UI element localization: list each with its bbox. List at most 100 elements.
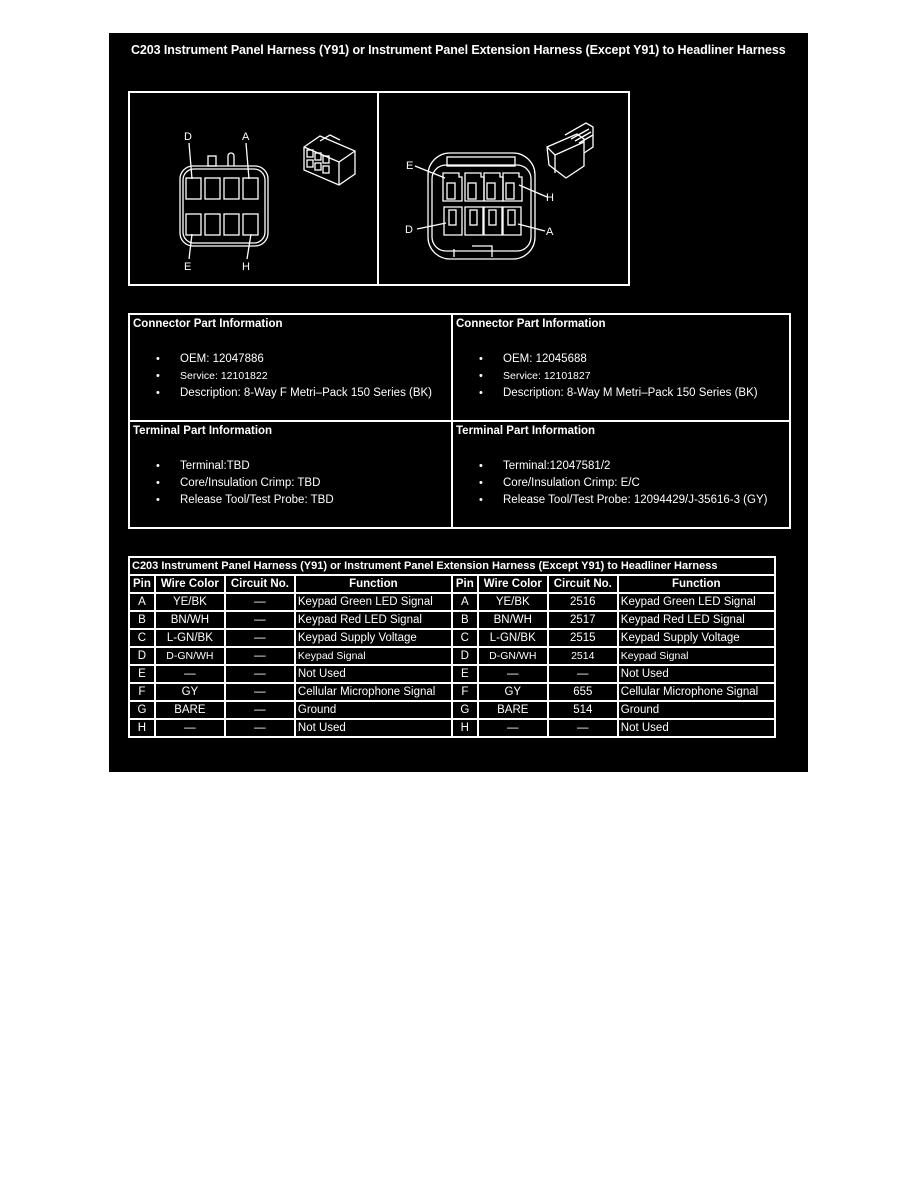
table-row: C L-GN/BK — Keypad Supply Voltage C L-GN… bbox=[128, 628, 776, 648]
terminal-info-heading: Terminal Part Information bbox=[133, 425, 273, 437]
wire-color: D-GN/WH bbox=[476, 646, 549, 666]
wire-color: L-GN/BK bbox=[153, 628, 226, 648]
function: Not Used bbox=[293, 664, 453, 684]
table-row: B BN/WH — Keypad Red LED Signal B BN/WH … bbox=[128, 610, 776, 630]
pin: H bbox=[128, 718, 156, 738]
connector-description: Description: 8-Way M Metri–Pack 150 Seri… bbox=[479, 385, 758, 402]
pin: A bbox=[128, 592, 156, 612]
crimp-info: Core/Insulation Crimp: E/C bbox=[479, 475, 767, 492]
column-header-wire-color: Wire Color bbox=[153, 574, 226, 594]
function: Not Used bbox=[293, 718, 453, 738]
pin: D bbox=[450, 646, 479, 666]
circuit-no: 2516 bbox=[546, 592, 619, 612]
pin: H bbox=[450, 718, 479, 738]
page-title: C203 Instrument Panel Harness (Y91) or I… bbox=[131, 43, 786, 57]
pin-label-a: A bbox=[546, 226, 554, 238]
connector-face-female-icon: D A E H bbox=[179, 131, 356, 273]
table-caption-row: C203 Instrument Panel Harness (Y91) or I… bbox=[128, 556, 776, 576]
pin: G bbox=[450, 700, 479, 720]
wire-color: GY bbox=[476, 682, 549, 702]
column-header-function: Function bbox=[293, 574, 453, 594]
pin: F bbox=[450, 682, 479, 702]
terminal-part-number: Terminal:12047581/2 bbox=[479, 458, 767, 475]
circuit-no: 2517 bbox=[546, 610, 619, 630]
table-row: D D-GN/WH — Keypad Signal D D-GN/WH 2514… bbox=[128, 646, 776, 666]
function: Cellular Microphone Signal bbox=[293, 682, 453, 702]
column-header-pin: Pin bbox=[128, 574, 156, 594]
male-connector-diagram: E H D A bbox=[379, 93, 628, 284]
wire-color: GY bbox=[153, 682, 226, 702]
circuit-no: — bbox=[223, 628, 296, 648]
function: Ground bbox=[293, 700, 453, 720]
table-row: H — — Not Used H — — Not Used bbox=[128, 718, 776, 738]
terminal-info-list: Terminal:TBD Core/Insulation Crimp: TBD … bbox=[156, 458, 334, 509]
wire-color: YE/BK bbox=[153, 592, 226, 612]
function: Ground bbox=[616, 700, 776, 720]
table-row: F GY — Cellular Microphone Signal F GY 6… bbox=[128, 682, 776, 702]
column-header-wire-color: Wire Color bbox=[476, 574, 549, 594]
circuit-no: 655 bbox=[546, 682, 619, 702]
pin: D bbox=[128, 646, 156, 666]
function: Cellular Microphone Signal bbox=[616, 682, 776, 702]
table-caption: C203 Instrument Panel Harness (Y91) or I… bbox=[128, 556, 776, 576]
connector-info-left: Connector Part Information OEM: 12047886… bbox=[130, 315, 451, 420]
terminal-info-right: Terminal Part Information Terminal:12047… bbox=[453, 422, 789, 527]
pin-label-h: H bbox=[242, 261, 250, 273]
terminal-part-number: Terminal:TBD bbox=[156, 458, 334, 475]
pin: B bbox=[128, 610, 156, 630]
function: Keypad Supply Voltage bbox=[293, 628, 453, 648]
pin: E bbox=[128, 664, 156, 684]
function: Keypad Green LED Signal bbox=[293, 592, 453, 612]
part-information-grid: Connector Part Information OEM: 12047886… bbox=[128, 313, 791, 529]
connector-diagrams: D A E H bbox=[128, 91, 630, 286]
function: Not Used bbox=[616, 718, 776, 738]
female-connector-diagram: D A E H bbox=[130, 93, 377, 284]
column-header-function: Function bbox=[616, 574, 776, 594]
wire-color: L-GN/BK bbox=[476, 628, 549, 648]
oem-part-number: OEM: 12047886 bbox=[156, 351, 432, 368]
circuit-no: — bbox=[223, 646, 296, 666]
circuit-no: — bbox=[223, 718, 296, 738]
connector-face-male-icon: E H D A bbox=[405, 122, 594, 260]
circuit-no: 2515 bbox=[546, 628, 619, 648]
column-header-circuit-no: Circuit No. bbox=[546, 574, 619, 594]
release-tool-info: Release Tool/Test Probe: 12094429/J-3561… bbox=[479, 492, 767, 509]
circuit-no: 2514 bbox=[546, 646, 619, 666]
pin-label-e: E bbox=[184, 261, 191, 273]
wire-color: BARE bbox=[476, 700, 549, 720]
wire-color: BARE bbox=[153, 700, 226, 720]
circuit-no: — bbox=[223, 682, 296, 702]
wire-color: — bbox=[153, 664, 226, 684]
column-header-pin: Pin bbox=[450, 574, 479, 594]
function: Keypad Red LED Signal bbox=[616, 610, 776, 630]
wire-color: — bbox=[153, 718, 226, 738]
table-header-row: Pin Wire Color Circuit No. Function Pin … bbox=[128, 574, 776, 594]
table-row: A YE/BK — Keypad Green LED Signal A YE/B… bbox=[128, 592, 776, 612]
circuit-no: — bbox=[223, 610, 296, 630]
connector-document: C203 Instrument Panel Harness (Y91) or I… bbox=[109, 33, 808, 772]
circuit-no: — bbox=[546, 718, 619, 738]
oem-part-number: OEM: 12045688 bbox=[479, 351, 758, 368]
connector-info-list: OEM: 12047886 Service: 12101822 Descript… bbox=[156, 351, 432, 402]
pin: C bbox=[128, 628, 156, 648]
connector-info-heading: Connector Part Information bbox=[133, 318, 283, 330]
connector-info-heading: Connector Part Information bbox=[456, 318, 606, 330]
wire-color: BN/WH bbox=[153, 610, 226, 630]
circuit-no: — bbox=[223, 700, 296, 720]
terminal-info-left: Terminal Part Information Terminal:TBD C… bbox=[130, 422, 451, 527]
table-row: G BARE — Ground G BARE 514 Ground bbox=[128, 700, 776, 720]
terminal-info-heading: Terminal Part Information bbox=[456, 425, 596, 437]
pin-out-table: C203 Instrument Panel Harness (Y91) or I… bbox=[128, 556, 776, 738]
release-tool-info: Release Tool/Test Probe: TBD bbox=[156, 492, 334, 509]
service-part-number: Service: 12101822 bbox=[156, 368, 432, 385]
info-divider-horizontal bbox=[130, 420, 789, 422]
pin-label-d: D bbox=[405, 224, 413, 236]
pin: B bbox=[450, 610, 479, 630]
table-row: E — — Not Used E — — Not Used bbox=[128, 664, 776, 684]
wire-color: BN/WH bbox=[476, 610, 549, 630]
terminal-info-list: Terminal:12047581/2 Core/Insulation Crim… bbox=[479, 458, 767, 509]
connector-info-list: OEM: 12045688 Service: 12101827 Descript… bbox=[479, 351, 758, 402]
pin: G bbox=[128, 700, 156, 720]
service-part-number: Service: 12101827 bbox=[479, 368, 758, 385]
function: Not Used bbox=[616, 664, 776, 684]
